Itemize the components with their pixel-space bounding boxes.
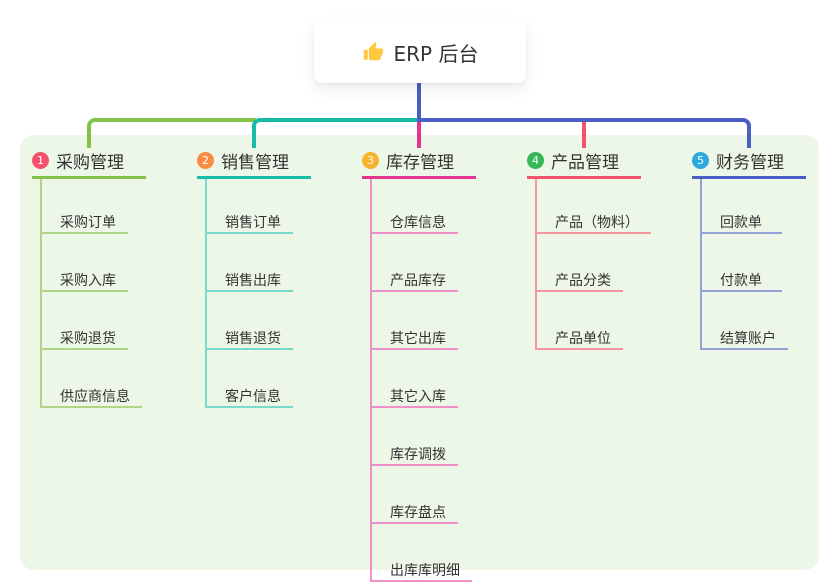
child-node[interactable]: 供应商信息	[42, 350, 142, 408]
branch-children: 销售订单销售出库销售退货客户信息	[205, 179, 357, 408]
branches-panel	[20, 135, 819, 570]
connector-branch-5	[417, 118, 751, 148]
thumbs-up-icon	[363, 41, 383, 61]
connector-branch-1	[87, 118, 256, 148]
branch-label: 产品管理	[551, 152, 619, 173]
branch-number-badge: 5	[692, 151, 709, 169]
branch-children: 回款单付款单结算账户	[700, 179, 839, 350]
child-node[interactable]: 产品库存	[372, 234, 458, 292]
child-node[interactable]: 客户信息	[207, 350, 293, 408]
connector-branch-4	[582, 122, 586, 148]
branch-number-badge: 4	[527, 151, 544, 169]
branch-children: 采购订单采购入库采购退货供应商信息	[40, 179, 192, 408]
branch-title[interactable]: 1 采购管理	[32, 148, 146, 179]
branch-title[interactable]: 4 产品管理	[527, 148, 641, 179]
child-node[interactable]: 其它入库	[372, 350, 458, 408]
child-node[interactable]: 销售出库	[207, 234, 293, 292]
child-node[interactable]: 付款单	[702, 234, 782, 292]
branch-number-badge: 2	[197, 151, 214, 169]
child-node[interactable]: 采购订单	[42, 179, 128, 234]
branch-title[interactable]: 2 销售管理	[197, 148, 311, 179]
child-node[interactable]: 出库库明细	[372, 524, 472, 582]
child-node[interactable]: 结算账户	[702, 292, 788, 350]
child-node[interactable]: 采购退货	[42, 292, 128, 350]
branch-4: 4 产品管理 产品（物料）产品分类产品单位	[527, 148, 687, 350]
connector-branch-3	[417, 122, 421, 148]
child-node[interactable]: 采购入库	[42, 234, 128, 292]
connector-branch-2	[252, 118, 421, 148]
branch-label: 销售管理	[221, 152, 289, 173]
branch-label: 库存管理	[386, 152, 454, 173]
child-node[interactable]: 库存盘点	[372, 466, 458, 524]
child-node[interactable]: 销售订单	[207, 179, 293, 234]
child-node[interactable]: 回款单	[702, 179, 782, 234]
branch-2: 2 销售管理 销售订单销售出库销售退货客户信息	[197, 148, 357, 408]
branch-5: 5 财务管理 回款单付款单结算账户	[692, 148, 839, 350]
branch-label: 财务管理	[716, 152, 784, 173]
branch-children: 仓库信息产品库存其它出库其它入库库存调拨库存盘点出库库明细	[370, 179, 522, 582]
child-node[interactable]: 仓库信息	[372, 179, 458, 234]
branch-number-badge: 3	[362, 151, 379, 169]
child-node[interactable]: 其它出库	[372, 292, 458, 350]
branch-1: 1 采购管理 采购订单采购入库采购退货供应商信息	[32, 148, 192, 408]
branch-number-badge: 1	[32, 151, 49, 169]
root-title: ERP 后台	[393, 41, 479, 66]
branch-3: 3 库存管理 仓库信息产品库存其它出库其它入库库存调拨库存盘点出库库明细	[362, 148, 522, 582]
root-connector-stem	[417, 82, 421, 122]
branch-label: 采购管理	[56, 152, 124, 173]
branch-title[interactable]: 5 财务管理	[692, 148, 806, 179]
branch-children: 产品（物料）产品分类产品单位	[535, 179, 687, 350]
child-node[interactable]: 库存调拨	[372, 408, 458, 466]
branch-title[interactable]: 3 库存管理	[362, 148, 476, 179]
child-node[interactable]: 产品分类	[537, 234, 623, 292]
root-node[interactable]: ERP 后台	[314, 21, 526, 83]
child-node[interactable]: 销售退货	[207, 292, 293, 350]
child-node[interactable]: 产品（物料）	[537, 179, 651, 234]
child-node[interactable]: 产品单位	[537, 292, 623, 350]
